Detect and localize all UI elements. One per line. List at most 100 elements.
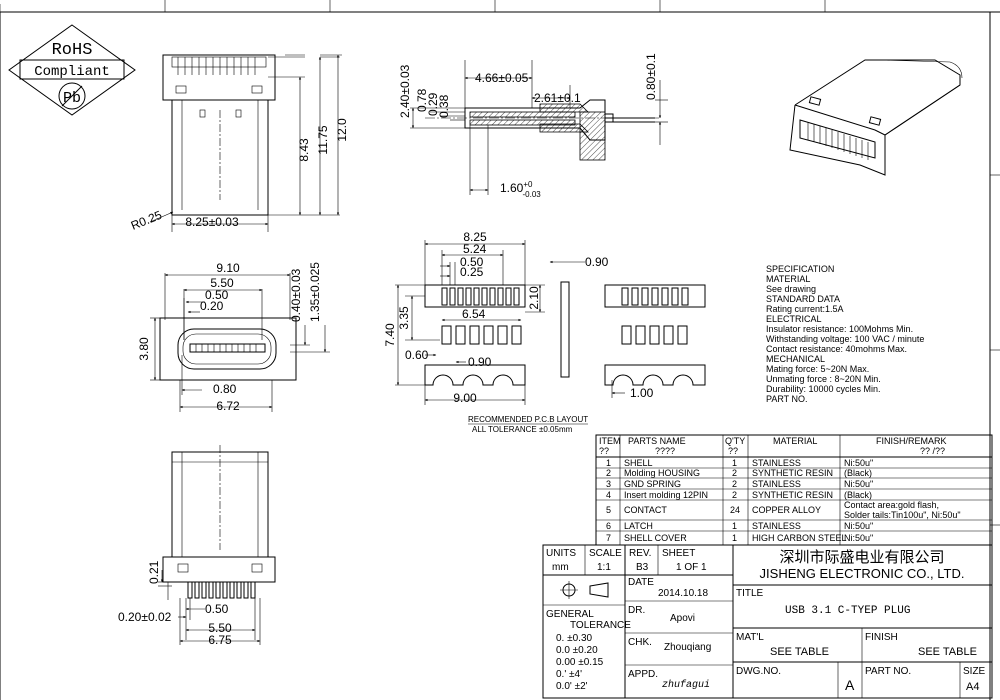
bom-cell: Insert molding 12PIN — [624, 490, 708, 500]
dwg-rev-value: A — [845, 677, 855, 693]
pcb-dim-5-24: 5.24 — [463, 242, 487, 256]
approved-label: APPD. — [628, 669, 658, 680]
bom-row: 4 — [606, 490, 611, 500]
sheet-label: SHEET — [662, 548, 695, 559]
bom-cell: Ni:50u" — [844, 521, 873, 531]
bom-cell: SYNTHETIC RESIN — [752, 468, 833, 478]
spec-line: Durability: 10000 cycles Min. — [766, 384, 881, 394]
bom-cell: STAINLESS — [752, 458, 801, 468]
rev-label: REV. — [629, 548, 651, 559]
bom-cell: Molding HOUSING — [624, 468, 700, 478]
specification-block: SPECIFICATION MATERIAL See drawing STAND… — [766, 264, 924, 404]
dim-2-61: 2.61±0.1 — [534, 91, 581, 105]
bom-cell: 1 — [732, 533, 737, 543]
spec-line: Unmating force : 8~20N Min. — [766, 374, 881, 384]
dim-0-78: 0.78 — [415, 88, 429, 112]
dim-1-35: 1.35±0.025 — [308, 262, 322, 322]
dim-8-25: 8.25±0.03 — [185, 215, 239, 229]
checked-label: CHK. — [628, 637, 652, 648]
bom-cell: Ni:50u" — [844, 479, 873, 489]
dim-0-21: 0.21 — [147, 560, 161, 584]
bom-header-finish: FINISH/REMARK — [876, 436, 947, 446]
dim-0-50: 0.50 — [205, 288, 229, 302]
bom-cell: SHELL COVER — [624, 533, 687, 543]
bottom-view: 0.21 0.50 0.20±0.02 5.50 6.75 — [118, 445, 276, 647]
scale-label: SCALE — [589, 548, 622, 559]
spec-line: PART NO. — [766, 394, 808, 404]
bom-cell: 2 — [732, 479, 737, 489]
bom-row: 7 — [606, 533, 611, 543]
checked-value: Zhouqiang — [664, 642, 711, 653]
dim-8-43: 8.43 — [297, 138, 311, 162]
company-name-en: JISHENG ELECTRONIC CO., LTD. — [760, 566, 965, 581]
tolerance-row: 0. ±0.30 — [556, 633, 593, 644]
pcb-dim-0-90: 0.90 — [468, 355, 492, 369]
bom-header-qty-cn: ?? — [728, 446, 738, 456]
bom-cell: Solder tails:Tin100u", Ni:50u" — [844, 510, 961, 520]
dim-6-72: 6.72 — [216, 399, 240, 413]
bom-cell: COPPER ALLOY — [752, 505, 821, 515]
bom-row: 2 — [606, 468, 611, 478]
bom-cell: GND SPRING — [624, 479, 681, 489]
projection-symbol-icon — [589, 582, 609, 598]
compliant-text: Compliant — [34, 64, 110, 80]
bom-cell: 1 — [732, 458, 737, 468]
tolerance-row: 0.0' ±2' — [556, 681, 588, 692]
approved-value: zhufagui — [662, 679, 710, 691]
bom-header-item: ITEM — [599, 436, 621, 446]
pcb-dim-0-90b: 0.90 — [585, 255, 609, 269]
pb-text: Pb — [63, 90, 81, 107]
bom-cell: SYNTHETIC RESIN — [752, 490, 833, 500]
bom-cell: STAINLESS — [752, 521, 801, 531]
bom-row: 1 — [606, 458, 611, 468]
bom-cell: (Black) — [844, 490, 872, 500]
material-value: SEE TABLE — [770, 646, 829, 658]
finish-value: SEE TABLE — [918, 646, 977, 658]
tolerance-row: 0.00 ±0.15 — [556, 657, 604, 668]
side-section-view: 4.66±0.05 2.61±0.1 0.80±0.1 2.40±0.03 0.… — [398, 53, 668, 199]
bom-cell: Contact area:gold flash, — [844, 500, 939, 510]
bom-row: 6 — [606, 521, 611, 531]
dim-6-75: 6.75 — [208, 633, 232, 647]
tolerance-label: TOLERANCE — [570, 620, 631, 631]
dim-12-0: 12.0 — [335, 118, 349, 142]
bom-cell: 2 — [732, 490, 737, 500]
pcb-dim-8-25: 8.25 — [463, 230, 487, 244]
scale-value: 1:1 — [597, 562, 611, 573]
dim-0-80: 0.80±0.1 — [644, 53, 658, 100]
spec-line: Rating current:1.5A — [766, 304, 844, 314]
tolerance-row: 0.' ±4' — [556, 669, 582, 680]
dim-0-29: 0.29 — [426, 92, 440, 116]
pcb-dim-2-10: 2.10 — [527, 286, 541, 310]
bom-header-item-cn: ?? — [599, 446, 609, 456]
rohs-text: RoHS — [52, 41, 93, 60]
drawn-label: DR. — [628, 605, 645, 616]
dim-r0-25: R0.25 — [129, 208, 164, 233]
rev-value: B3 — [636, 562, 649, 573]
spec-line: MECHANICAL — [766, 354, 825, 364]
finish-label: FINISH — [865, 632, 898, 643]
units-value: mm — [552, 562, 569, 573]
spec-line: Insulator resistance: 100Mohms Min. — [766, 324, 913, 334]
top-view: 8.43 11.75 12.0 8.25±0.03 R0.25 — [129, 54, 349, 233]
front-view: 9.10 5.50 0.50 0.20 3.80 0.40±0.03 1.35±… — [137, 261, 330, 413]
spec-line: ELECTRICAL — [766, 314, 822, 324]
dim-0-80: 0.80 — [213, 382, 237, 396]
spec-line: See drawing — [766, 284, 816, 294]
part-no-label: PART NO. — [865, 666, 911, 677]
spec-line: Contact resistance: 40mohms Max. — [766, 344, 907, 354]
size-value: A4 — [966, 681, 979, 693]
size-label: SIZE — [963, 666, 986, 677]
bom-header-name: PARTS NAME — [628, 436, 686, 446]
bom-cell: 2 — [732, 468, 737, 478]
sheet-value: 1 OF 1 — [676, 562, 707, 573]
tolerance-row: 0.0 ±0.20 — [556, 645, 598, 656]
spec-line: MATERIAL — [766, 274, 810, 284]
pcb-layout-title: RECOMMENDED P.C.B LAYOUT — [468, 415, 588, 424]
dim-11-75: 11.75 — [316, 125, 330, 154]
bom-cell: STAINLESS — [752, 479, 801, 489]
date-label: DATE — [628, 577, 654, 588]
dim-0-20-tol: 0.20±0.02 — [118, 610, 172, 624]
dim-4-66: 4.66±0.05 — [475, 71, 529, 85]
